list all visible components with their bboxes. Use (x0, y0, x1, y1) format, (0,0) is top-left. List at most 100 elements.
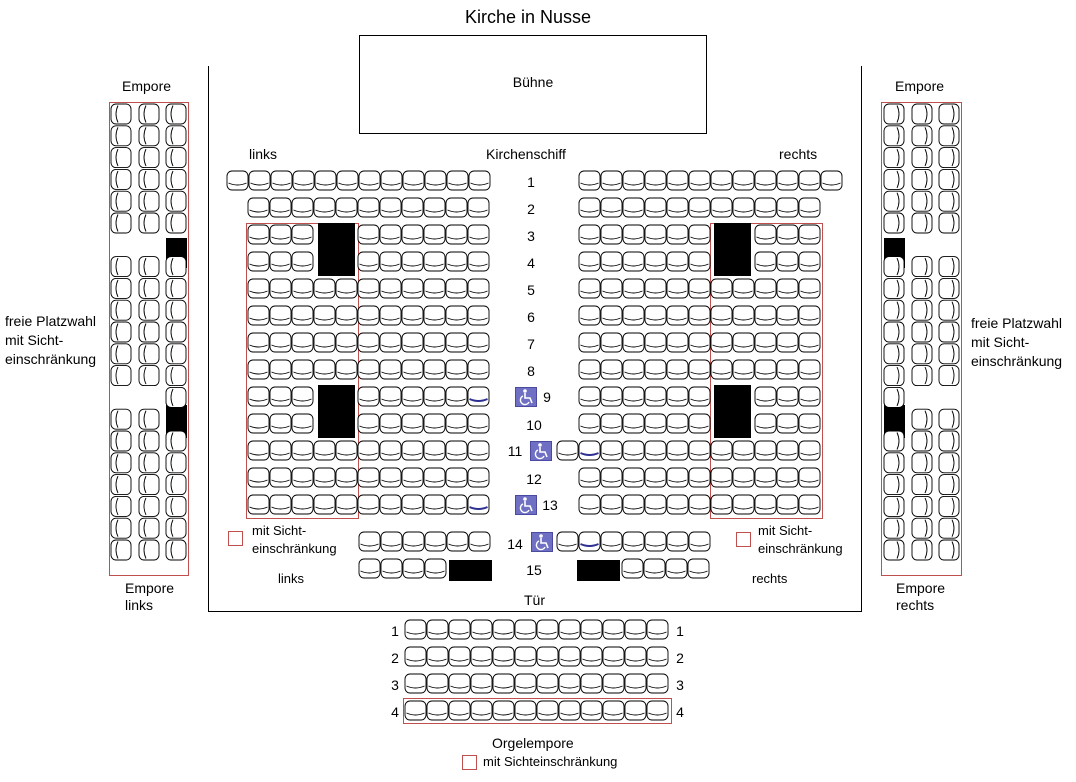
seat[interactable] (732, 170, 755, 191)
gallery-seat[interactable] (110, 299, 132, 321)
seat[interactable] (247, 467, 270, 488)
seat[interactable] (754, 359, 777, 380)
seat[interactable] (357, 251, 380, 272)
seat[interactable] (580, 700, 603, 721)
seat[interactable] (798, 197, 821, 218)
seat[interactable] (404, 646, 427, 667)
gallery-seat[interactable] (165, 517, 187, 539)
gallery-seat[interactable] (110, 452, 132, 474)
seat[interactable] (269, 305, 292, 326)
seat[interactable] (445, 305, 468, 326)
seat[interactable] (357, 224, 380, 245)
gallery-seat[interactable] (110, 430, 132, 452)
seat[interactable] (666, 531, 689, 552)
seat[interactable] (710, 359, 733, 380)
seat[interactable] (710, 170, 733, 191)
seat[interactable] (514, 619, 537, 640)
seat[interactable] (357, 197, 380, 218)
seat[interactable] (379, 359, 402, 380)
gallery-seat[interactable] (911, 277, 933, 299)
seat[interactable] (358, 170, 381, 191)
gallery-seat[interactable] (138, 343, 160, 365)
seat[interactable] (247, 305, 270, 326)
seat[interactable] (665, 558, 688, 579)
gallery-seat[interactable] (165, 452, 187, 474)
seat[interactable] (291, 332, 314, 353)
gallery-seat[interactable] (165, 103, 187, 125)
seat[interactable] (423, 332, 446, 353)
gallery-seat[interactable] (110, 365, 132, 387)
seat[interactable] (423, 440, 446, 461)
seat[interactable] (578, 359, 601, 380)
seat[interactable] (578, 494, 601, 515)
seat[interactable] (379, 467, 402, 488)
gallery-seat[interactable] (110, 256, 132, 278)
seat[interactable] (688, 531, 711, 552)
seat[interactable] (401, 278, 424, 299)
seat[interactable] (467, 278, 490, 299)
gallery-seat[interactable] (911, 212, 933, 234)
seat[interactable] (313, 359, 336, 380)
seat[interactable] (666, 305, 689, 326)
seat[interactable] (313, 278, 336, 299)
seat[interactable] (470, 646, 493, 667)
seat[interactable] (622, 251, 645, 272)
seat[interactable] (754, 305, 777, 326)
seat[interactable] (622, 413, 645, 434)
seat[interactable] (445, 386, 468, 407)
seat[interactable] (291, 251, 314, 272)
seat[interactable] (776, 386, 799, 407)
gallery-seat[interactable] (911, 343, 933, 365)
seat[interactable] (776, 467, 799, 488)
gallery-seat[interactable] (138, 256, 160, 278)
seat[interactable] (492, 700, 515, 721)
seat[interactable] (226, 170, 249, 191)
seat[interactable] (732, 467, 755, 488)
seat[interactable] (732, 494, 755, 515)
seat[interactable] (621, 558, 644, 579)
seat[interactable] (445, 440, 468, 461)
seat[interactable] (514, 700, 537, 721)
seat[interactable] (426, 673, 449, 694)
seat[interactable] (622, 359, 645, 380)
seat[interactable] (291, 278, 314, 299)
gallery-seat[interactable] (110, 147, 132, 169)
seat[interactable] (424, 558, 447, 579)
seat[interactable] (379, 413, 402, 434)
seat[interactable] (820, 170, 843, 191)
seat[interactable] (401, 251, 424, 272)
seat[interactable] (798, 440, 821, 461)
seat[interactable] (776, 332, 799, 353)
seat[interactable] (646, 619, 669, 640)
gallery-seat[interactable] (110, 125, 132, 147)
seat[interactable] (401, 197, 424, 218)
seat[interactable] (644, 197, 667, 218)
seat[interactable] (600, 494, 623, 515)
seat[interactable] (558, 700, 581, 721)
seat[interactable] (247, 494, 270, 515)
gallery-seat[interactable] (165, 474, 187, 496)
seat[interactable] (776, 278, 799, 299)
seat[interactable] (754, 386, 777, 407)
gallery-seat[interactable] (138, 299, 160, 321)
seat[interactable] (776, 494, 799, 515)
gallery-seat[interactable] (938, 103, 960, 125)
gallery-seat[interactable] (165, 277, 187, 299)
seat[interactable] (247, 251, 270, 272)
seat[interactable] (402, 558, 425, 579)
gallery-seat[interactable] (138, 277, 160, 299)
seat[interactable] (578, 170, 601, 191)
seat[interactable] (666, 197, 689, 218)
gallery-seat[interactable] (911, 190, 933, 212)
gallery-seat[interactable] (110, 517, 132, 539)
seat[interactable] (798, 170, 821, 191)
seat[interactable] (732, 197, 755, 218)
seat[interactable] (578, 224, 601, 245)
seat[interactable] (423, 224, 446, 245)
seat[interactable] (492, 619, 515, 640)
seat[interactable] (710, 305, 733, 326)
gallery-seat[interactable] (110, 495, 132, 517)
gallery-seat[interactable] (911, 408, 933, 430)
gallery-seat[interactable] (138, 474, 160, 496)
seat[interactable] (622, 386, 645, 407)
